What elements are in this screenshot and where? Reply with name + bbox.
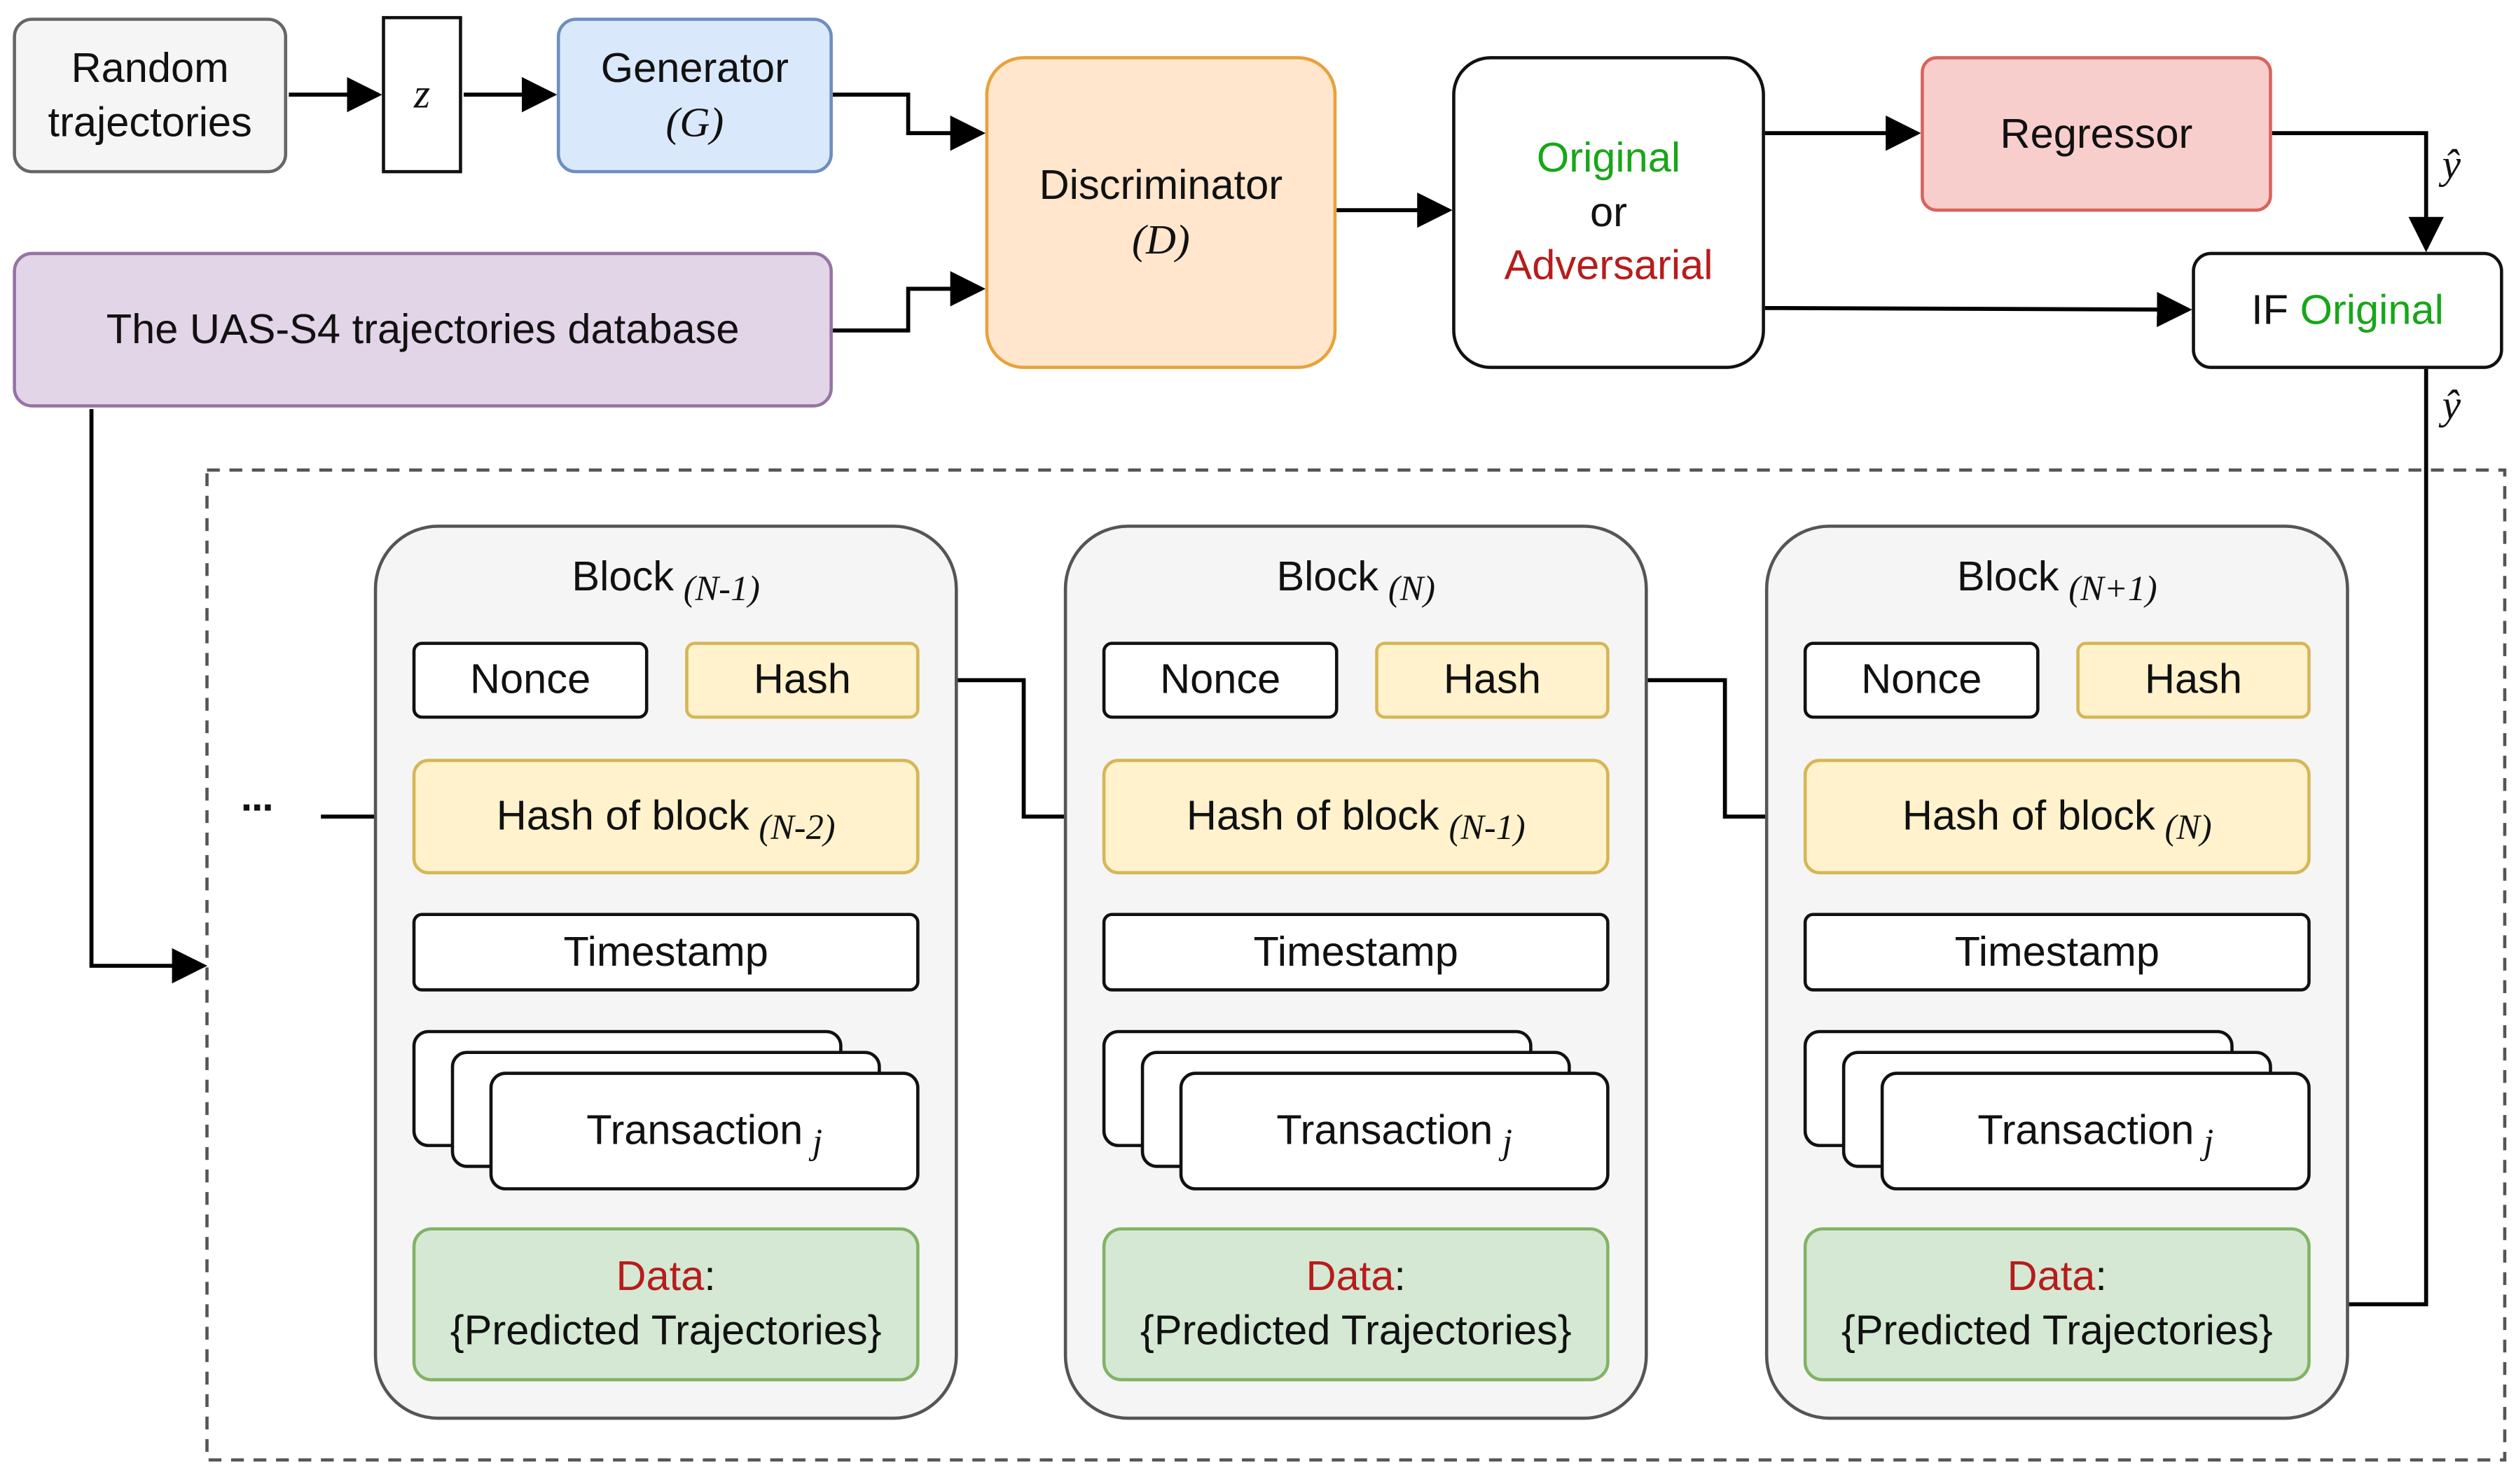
arrow-regressor-to-if bbox=[2272, 131, 2444, 253]
arrow-generator-to-discriminator bbox=[832, 92, 986, 151]
arrow-if-to-data bbox=[2310, 368, 2428, 1322]
blockchain-dashed-frame bbox=[205, 468, 2507, 1462]
arrow-decision-to-if bbox=[1764, 291, 2192, 328]
nonce-box: Nonce bbox=[1102, 642, 1339, 719]
decision-box: Original or Adversarial bbox=[1452, 56, 1765, 369]
discriminator-symbol: (D) bbox=[1132, 216, 1190, 263]
y-hat-label-bottom: ŷ bbox=[2442, 382, 2461, 429]
z-box: z bbox=[382, 15, 462, 174]
database-label: The UAS-S4 trajectories database bbox=[106, 304, 740, 353]
if-prefix: IF bbox=[2251, 284, 2289, 333]
nonce-box: Nonce bbox=[1803, 642, 2040, 719]
generator-box: Generator (G) bbox=[556, 18, 833, 174]
if-original-box: IF Original bbox=[2192, 251, 2503, 369]
generator-symbol: (G) bbox=[665, 98, 724, 146]
database-box: The UAS-S4 trajectories database bbox=[13, 251, 833, 408]
timestamp-box: Timestamp bbox=[1102, 913, 1610, 992]
hash-box: Hash bbox=[2076, 642, 2311, 719]
data-box: Data: {Predicted Trajectories} bbox=[1803, 1227, 2311, 1382]
block-title: Block(N+1) bbox=[1956, 552, 2157, 609]
arrow-hash1-to-block2 bbox=[919, 678, 1103, 835]
regressor-box: Regressor bbox=[1921, 56, 2272, 212]
regressor-label: Regressor bbox=[2000, 108, 2193, 157]
random-line2: trajectories bbox=[48, 97, 252, 146]
discriminator-label: Discriminator bbox=[1039, 160, 1283, 209]
arrow-database-to-discriminator bbox=[832, 271, 986, 333]
arrow-database-to-chain bbox=[89, 409, 207, 984]
or-label: or bbox=[1590, 187, 1628, 235]
random-line1: Random bbox=[71, 43, 229, 91]
arrow-hash2-to-block3 bbox=[1609, 678, 1804, 835]
data-box: Data: {Predicted Trajectories} bbox=[1102, 1227, 1610, 1382]
hash-box: Hash bbox=[1375, 642, 1610, 719]
ellipsis: ··· bbox=[240, 782, 276, 831]
nonce-box: Nonce bbox=[412, 642, 649, 719]
original-label: Original bbox=[1536, 132, 1681, 181]
discriminator-box: Discriminator (D) bbox=[985, 56, 1337, 369]
z-symbol: z bbox=[413, 71, 431, 118]
block-title: Block(N) bbox=[1276, 552, 1436, 609]
if-original-label: Original bbox=[2300, 284, 2444, 333]
prev-hash-box: Hash of block(N-2) bbox=[412, 758, 920, 875]
data-box: Data: {Predicted Trajectories} bbox=[412, 1227, 920, 1382]
adversarial-label: Adversarial bbox=[1504, 241, 1713, 290]
prev-hash-box: Hash of block(N-1) bbox=[1102, 758, 1610, 875]
block-title: Block(N-1) bbox=[572, 552, 760, 609]
generator-label: Generator bbox=[600, 43, 789, 91]
y-hat-label-top: ŷ bbox=[2442, 141, 2461, 188]
timestamp-box: Timestamp bbox=[1803, 913, 2311, 992]
hash-box: Hash bbox=[685, 642, 920, 719]
prev-hash-box: Hash of block(N) bbox=[1803, 758, 2311, 875]
random-trajectories-box: Random trajectories bbox=[13, 18, 288, 174]
timestamp-box: Timestamp bbox=[412, 913, 920, 992]
